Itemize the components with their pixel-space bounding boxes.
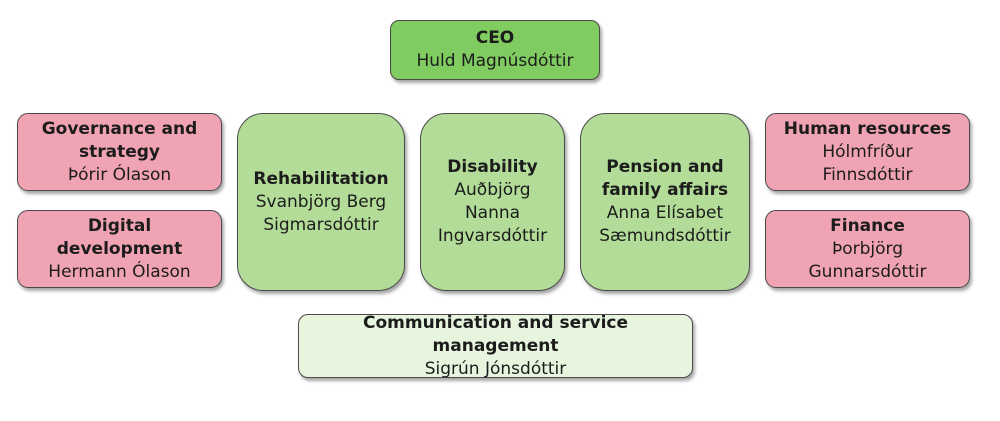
- disability-name-line1: Auðbjörg: [454, 180, 531, 200]
- pension-name-line2: Sæmundsdóttir: [599, 226, 731, 246]
- communication-title: Communication and service management: [362, 312, 629, 356]
- governance-title-line1: Governance and: [41, 118, 198, 139]
- governance-name: Þórir Ólason: [67, 164, 172, 185]
- disability-title: Disability: [447, 157, 538, 177]
- digital-name: Hermann Ólason: [48, 261, 191, 282]
- rehabilitation-box: Rehabilitation Svanbjörg Berg Sigmarsdót…: [237, 113, 405, 291]
- hr-name-line1: Hólmfríður: [822, 141, 913, 162]
- digital-title: Digital development: [56, 215, 183, 259]
- pension-title-line2: family affairs: [601, 180, 729, 200]
- hr-name-line2: Finnsdóttir: [822, 164, 913, 185]
- finance-box: Finance Þorbjörg Gunnarsdóttir: [765, 210, 970, 288]
- ceo-box: CEO Huld Magnúsdóttir: [390, 20, 600, 80]
- disability-box: Disability Auðbjörg Nanna Ingvarsdóttir: [420, 113, 565, 291]
- ceo-name: Huld Magnúsdóttir: [416, 51, 574, 71]
- finance-name-line1: Þorbjörg: [831, 238, 904, 259]
- governance-strategy-box: Governance and strategy Þórir Ólason: [17, 113, 222, 191]
- finance-name-line2: Gunnarsdóttir: [808, 261, 927, 282]
- finance-title: Finance: [830, 215, 905, 236]
- pension-title-line1: Pension and: [606, 157, 724, 177]
- rehabilitation-name-line1: Svanbjörg Berg: [255, 191, 387, 212]
- human-resources-box: Human resources Hólmfríður Finnsdóttir: [765, 113, 970, 191]
- hr-title: Human resources: [783, 118, 952, 139]
- disability-name-line3: Ingvarsdóttir: [437, 226, 548, 246]
- rehabilitation-name-line2: Sigmarsdóttir: [263, 214, 379, 235]
- ceo-title: CEO: [475, 28, 515, 48]
- communication-service-box: Communication and service management Sig…: [298, 312, 693, 379]
- pension-name-line1: Anna Elísabet: [606, 203, 724, 223]
- digital-development-box: Digital development Hermann Ólason: [17, 210, 222, 288]
- rehabilitation-title: Rehabilitation: [253, 168, 389, 189]
- pension-family-box: Pension and family affairs Anna Elísabet…: [580, 113, 750, 291]
- communication-name: Sigrún Jónsdóttir: [424, 358, 567, 379]
- governance-title-line2: strategy: [78, 141, 160, 162]
- disability-name-line2: Nanna: [464, 203, 521, 223]
